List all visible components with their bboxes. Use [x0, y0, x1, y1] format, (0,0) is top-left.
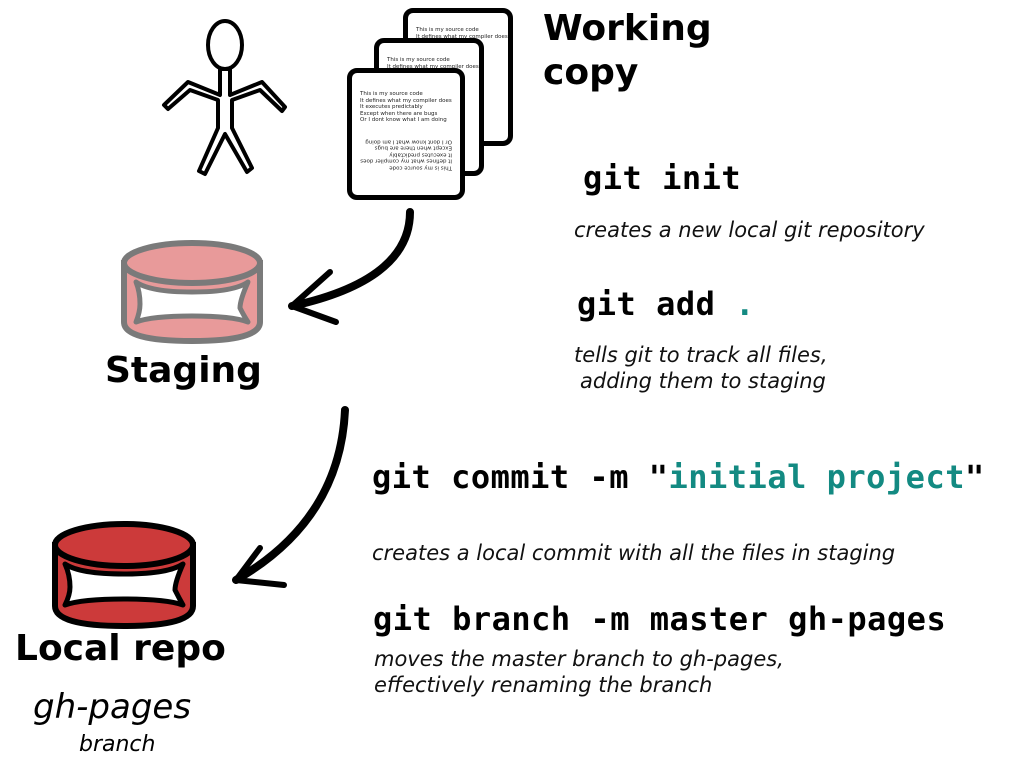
- git-commit-command: git commit -m "initial project": [372, 458, 985, 496]
- git-add-command: git add .: [577, 285, 755, 323]
- document-icon: This is my source code It defines what m…: [347, 68, 465, 200]
- commit-message: initial project: [668, 458, 965, 496]
- branch-name: gh-pages: [33, 687, 192, 727]
- git-init-description: creates a new local git repository: [574, 218, 925, 242]
- local-repo-label: Local repo: [15, 628, 226, 669]
- git-init-command: git init: [583, 159, 742, 197]
- branch-word: branch: [79, 732, 156, 757]
- working-copy-label: Working copy: [543, 8, 712, 93]
- git-branch-description: moves the master branch to gh-pages, eff…: [374, 647, 784, 697]
- git-branch-command: git branch -m master gh-pages: [373, 600, 947, 638]
- git-add-description: tells git to track all files, adding the…: [574, 343, 828, 393]
- git-add-argument: .: [735, 285, 755, 323]
- staging-label: Staging: [105, 350, 262, 391]
- git-commit-description: creates a local commit with all the file…: [372, 541, 896, 565]
